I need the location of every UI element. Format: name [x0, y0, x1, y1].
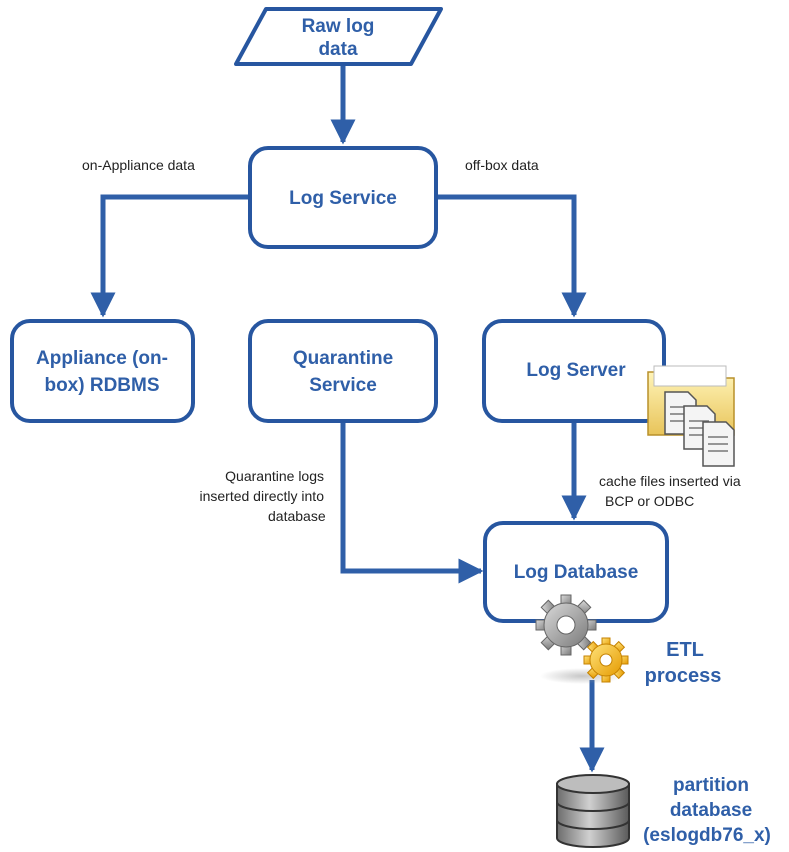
quarantine-insert-line1: Quarantine logs	[225, 468, 324, 484]
partition-line3: (eslogdb76_x)	[643, 825, 771, 846]
database-cylinder-icon	[556, 774, 630, 848]
cache-files-line2: BCP or ODBC	[605, 493, 694, 509]
appliance-line2: box) RDBMS	[44, 375, 159, 396]
file-icon-3	[702, 421, 735, 467]
log-service-label: Log Service	[289, 188, 397, 209]
partition-line2: database	[670, 800, 752, 821]
cache-files-line1: cache files inserted via	[599, 473, 741, 489]
partition-line1: partition	[673, 775, 749, 796]
raw-log-line2: data	[318, 39, 358, 60]
log-server-label: Log Server	[526, 360, 626, 381]
etl-line2: process	[645, 665, 722, 687]
log-database-label: Log Database	[514, 562, 639, 583]
folder-files-icon	[647, 365, 735, 467]
node-quarantine-service: Quarantine Service	[248, 319, 438, 423]
gold-gear-icon	[583, 637, 629, 683]
gray-gear-icon	[535, 594, 597, 656]
raw-log-line1: Raw log	[302, 16, 375, 37]
node-appliance-rdbms: Appliance (on- box) RDBMS	[10, 319, 195, 423]
edge-quarantine-to-database	[340, 420, 484, 584]
node-log-server: Log Server	[482, 319, 666, 423]
appliance-line1: Appliance (on-	[36, 348, 168, 369]
edge-service-to-appliance	[90, 194, 250, 318]
quarantine-line2: Service	[309, 375, 377, 396]
node-log-service: Log Service	[248, 146, 438, 249]
edge-service-to-logserver	[436, 194, 587, 318]
quarantine-insert-line3: database	[268, 508, 326, 524]
quarantine-insert-line2: inserted directly into	[199, 488, 324, 504]
on-appliance-label: on-Appliance data	[82, 157, 195, 173]
node-raw-log-data: Raw log data	[234, 7, 443, 66]
edges	[90, 66, 605, 773]
etl-line1: ETL	[666, 639, 704, 661]
off-box-label: off-box data	[465, 157, 539, 173]
gears-icon	[535, 594, 629, 684]
quarantine-line1: Quarantine	[293, 348, 393, 369]
